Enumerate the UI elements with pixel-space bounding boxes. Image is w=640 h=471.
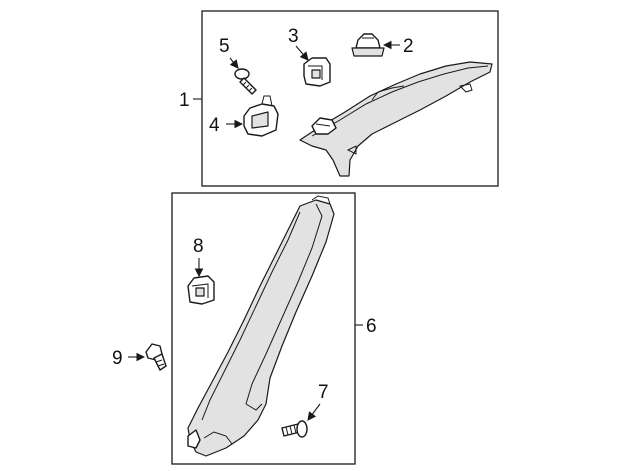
callout-7: 7 — [318, 382, 329, 403]
part-4-clip — [243, 95, 279, 137]
lower-assembly-box — [171, 192, 356, 465]
lower-assembly-group: 6 8 7 — [171, 192, 377, 465]
callout-6: 6 — [366, 316, 377, 337]
part-7-screw — [281, 420, 308, 438]
part-2-cap — [351, 33, 385, 57]
callout-2: 2 — [403, 36, 414, 57]
callout-3: 3 — [288, 26, 299, 47]
callout-7-arrow — [307, 403, 321, 421]
part-5-screw — [234, 68, 257, 95]
callout-4: 4 — [209, 115, 220, 136]
callout-1: 1 — [179, 90, 190, 111]
lower-pillar-trim-panel — [187, 195, 335, 457]
upper-assembly-group: 1 2 3 — [179, 10, 499, 187]
callout-3-arrow — [295, 45, 309, 61]
callout-8: 8 — [193, 236, 204, 257]
part-9-bolt — [145, 343, 167, 371]
callout-9: 9 — [112, 348, 123, 369]
part-8-clip — [187, 275, 215, 305]
part-3-clip — [303, 57, 331, 87]
callout-5-arrow — [229, 57, 239, 69]
upper-pillar-trim-panel — [299, 61, 493, 177]
callout-5: 5 — [219, 36, 230, 57]
